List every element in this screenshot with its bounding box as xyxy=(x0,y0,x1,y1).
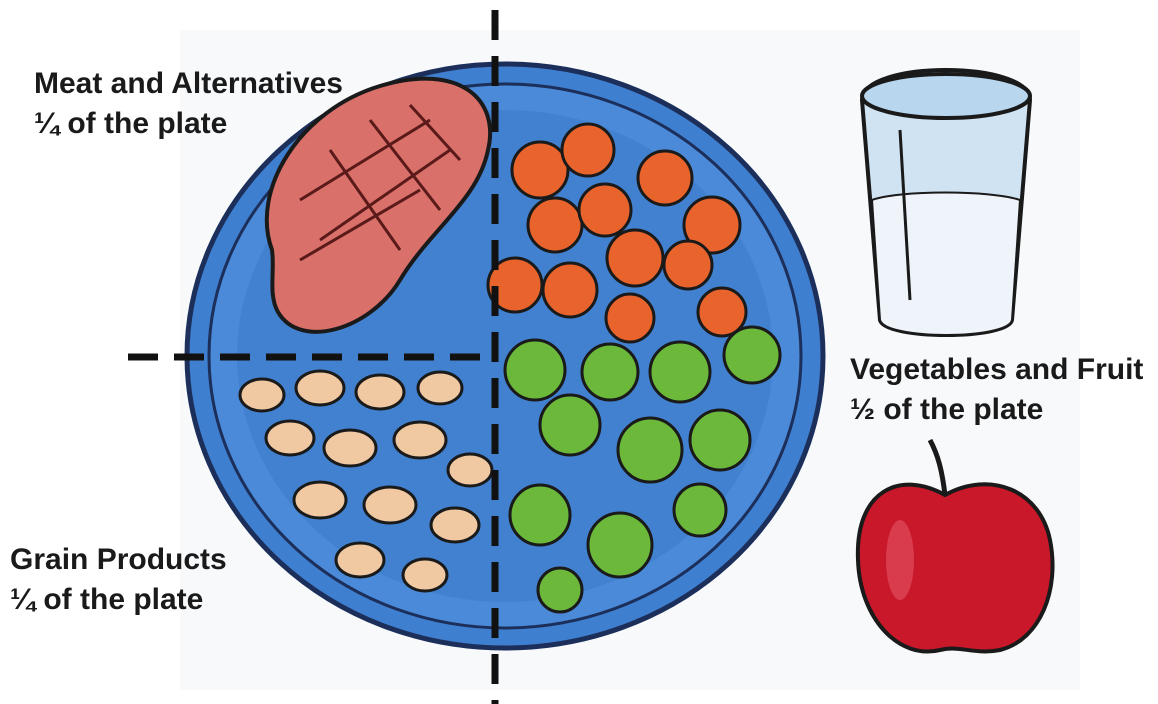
vegetables-caption: Vegetables and Fruit ½ of the plate xyxy=(850,350,1143,430)
meat-caption-portion: ¼ of the plate xyxy=(34,104,343,144)
grains-caption-title: Grain Products xyxy=(10,540,227,580)
grains-caption-portion: ¼ of the plate xyxy=(10,580,227,620)
glass-of-milk xyxy=(862,70,1030,335)
grains-caption: Grain Products ¼ of the plate xyxy=(10,540,227,620)
meat-caption: Meat and Alternatives ¼ of the plate xyxy=(34,64,343,144)
vegetables-caption-portion: ½ of the plate xyxy=(850,390,1143,430)
meat-caption-title: Meat and Alternatives xyxy=(34,64,343,104)
vegetables-caption-title: Vegetables and Fruit xyxy=(850,350,1143,390)
